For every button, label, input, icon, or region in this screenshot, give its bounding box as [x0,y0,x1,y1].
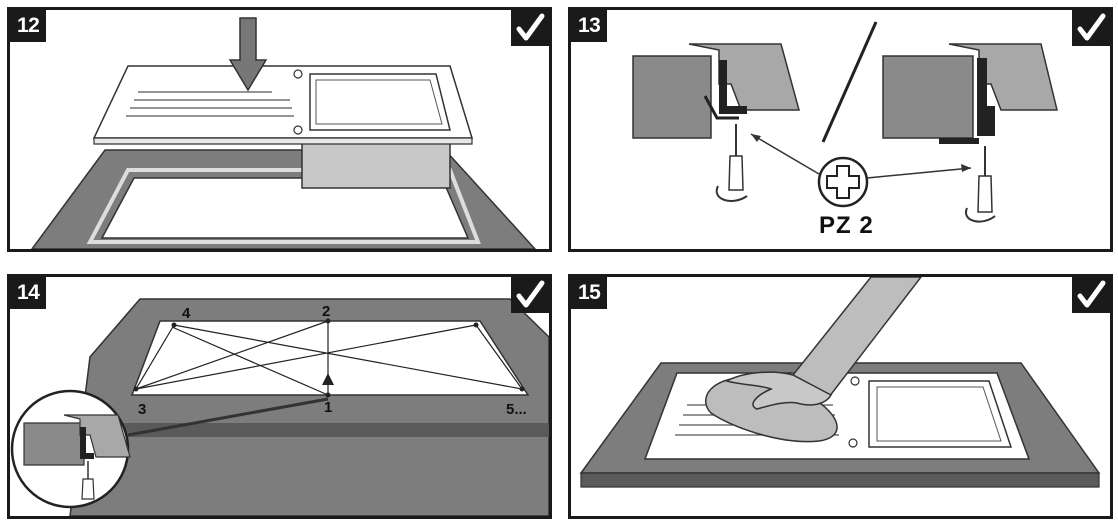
screwdriver-right [977,175,993,213]
check-icon [1072,277,1110,313]
countertop-section-right [882,55,974,139]
screwdriver-left [728,155,744,191]
clip-left [719,60,747,114]
sequence-label-5: 5... [506,401,527,418]
step-12-panel: 12 [7,7,552,252]
sink-rim [93,137,473,145]
overflow-hole [848,438,858,448]
sink-lowering-illustration [31,17,537,249]
clip-right [977,58,995,136]
sink-edge-right [948,43,1058,111]
countertop-section-left [632,55,712,139]
step-14-panel: 14 1 2 3 4 [7,274,552,519]
arrow-down-icon [228,17,268,92]
sink-outline [130,320,530,396]
check-icon [511,10,549,46]
overflow-hole [293,125,303,135]
check-icon [511,277,549,313]
tightening-sequence-illustration [10,298,549,516]
sequence-label-3: 3 [138,401,147,418]
step-13-panel: 13 PZ 2 [568,7,1113,252]
step-number-15: 15 [571,277,608,309]
sink-edge-left [688,43,800,111]
countertop-edge [580,472,1100,488]
tightening-pattern [135,320,523,396]
step-number-12: 12 [10,10,47,42]
arrow-up-icon [322,373,334,385]
tap-hole [293,69,303,79]
step-number-13: 13 [571,10,608,42]
check-icon [1072,10,1110,46]
tap-hole [850,376,860,386]
sequence-label-2: 2 [322,303,331,320]
rotate-arrow-icon [715,185,748,202]
sink-bowl-underside [301,137,451,189]
hand [725,371,833,410]
clamp-tightening-illustration [632,21,1058,223]
countertop-edge [90,423,549,437]
step-number-14: 14 [10,277,47,309]
tool-size-label: PZ 2 [819,212,874,239]
sequence-label-1: 1 [324,399,333,416]
step-15-panel: 15 [568,274,1113,519]
screwdriver [81,478,95,500]
sequence-label-4: 4 [182,305,191,322]
alternative-divider [821,21,878,143]
sink-cleaning-illustration [579,277,1101,488]
rotate-arrow-icon [965,207,996,223]
